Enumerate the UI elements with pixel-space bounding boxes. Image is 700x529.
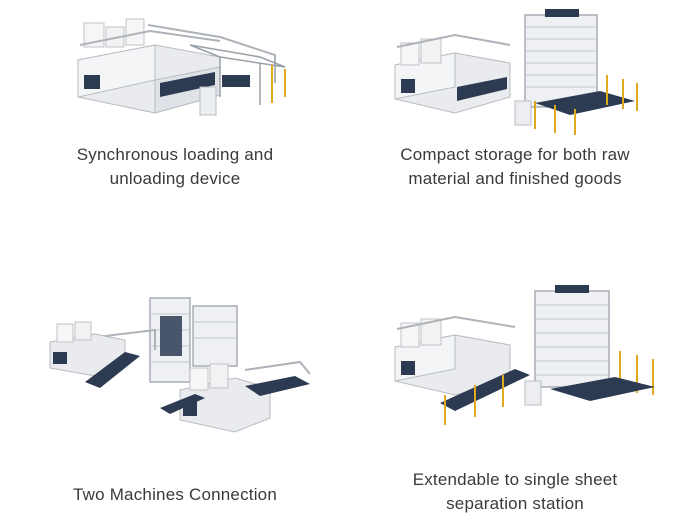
caption-synchronous-loading: Synchronous loading and unloading device <box>40 143 310 191</box>
caption-line: material and finished goods <box>408 169 622 188</box>
illustration-compact-storage <box>385 5 650 137</box>
caption-line: separation station <box>446 494 584 513</box>
caption-line: Synchronous loading and <box>76 145 274 164</box>
caption-line: unloading device <box>109 169 241 188</box>
caption-compact-storage: Compact storage for both raw material an… <box>370 143 660 191</box>
caption-line: Extendable to single sheet <box>412 470 618 489</box>
caption-single-sheet-separation: Extendable to single sheet separation st… <box>370 468 660 516</box>
illustration-two-machines <box>45 290 315 440</box>
caption-two-machines: Two Machines Connection <box>40 483 310 507</box>
illustration-synchronous-loading <box>60 5 295 125</box>
illustration-single-sheet-separation <box>385 285 665 435</box>
caption-line: Compact storage for both raw <box>400 145 630 164</box>
caption-line: Two Machines Connection <box>73 485 277 504</box>
